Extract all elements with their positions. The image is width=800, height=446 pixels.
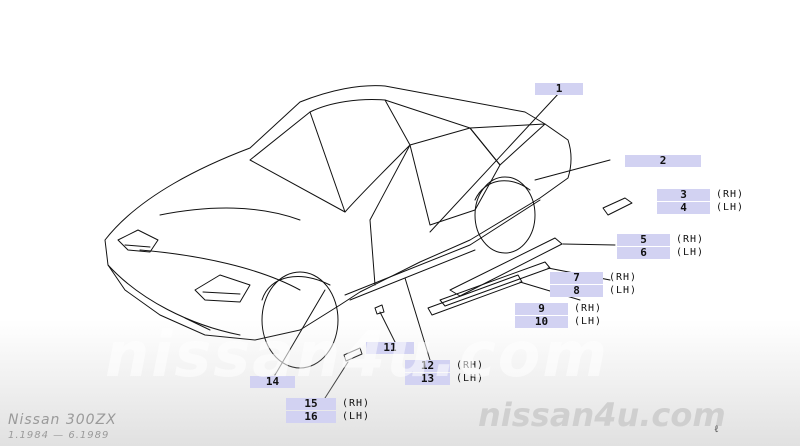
model-caption: Nissan 300ZX — [8, 412, 117, 428]
side-rh-15: (RH) — [342, 398, 371, 409]
footer-shade — [0, 320, 800, 446]
callout-10: 10 — [515, 316, 568, 328]
side-rh-9: (RH) — [574, 303, 603, 314]
callout-12: 12 — [405, 360, 450, 372]
rear-wheel — [474, 176, 536, 254]
callout-8: 8 — [550, 285, 603, 297]
front-fender-trim — [602, 197, 633, 216]
side-lh-8: (LH) — [609, 285, 638, 296]
side-rh-5: (RH) — [676, 234, 705, 245]
side-lh-13: (LH) — [456, 373, 485, 384]
side-rh-3: (RH) — [716, 189, 745, 200]
side-sill — [344, 199, 541, 296]
clip — [374, 304, 385, 315]
side-lh-10: (LH) — [574, 316, 603, 327]
callout-5: 5 — [617, 234, 670, 246]
door-line — [369, 144, 411, 221]
moulding-9-10 — [427, 274, 523, 316]
side-lh-16: (LH) — [342, 411, 371, 422]
moulding-upper — [534, 159, 611, 181]
headlight-right — [194, 274, 251, 303]
side-lh-6: (LH) — [676, 247, 705, 258]
callout-9: 9 — [515, 303, 568, 315]
side-rh-12: (RH) — [456, 360, 485, 371]
callout-16: 16 — [286, 411, 336, 423]
callout-3: 3 — [657, 189, 710, 201]
rear-glass — [469, 123, 546, 166]
side-rh-7: (RH) — [609, 272, 638, 283]
callout-2: 2 — [625, 155, 701, 167]
door-window — [409, 127, 501, 226]
callout-11: 11 — [366, 342, 414, 354]
watermark-corner: nissan4u.com — [478, 396, 726, 434]
callout-15: 15 — [286, 398, 336, 410]
callout-13: 13 — [405, 373, 450, 385]
callout-4: 4 — [657, 202, 710, 214]
windshield — [249, 99, 411, 213]
moulding-7-8 — [439, 261, 551, 307]
headlight-left — [117, 229, 159, 253]
callout-7: 7 — [550, 272, 603, 284]
callout-1: 1 — [535, 83, 583, 95]
side-lh-4: (LH) — [716, 202, 745, 213]
watermark-center: nissan4u.com — [105, 318, 609, 391]
production-dates: 1.1984 — 6.1989 — [8, 430, 110, 441]
callout-6: 6 — [617, 247, 670, 259]
corner-mark: ℓ — [714, 424, 719, 435]
callout-14: 14 — [250, 376, 295, 388]
car-body-outline — [104, 85, 572, 341]
